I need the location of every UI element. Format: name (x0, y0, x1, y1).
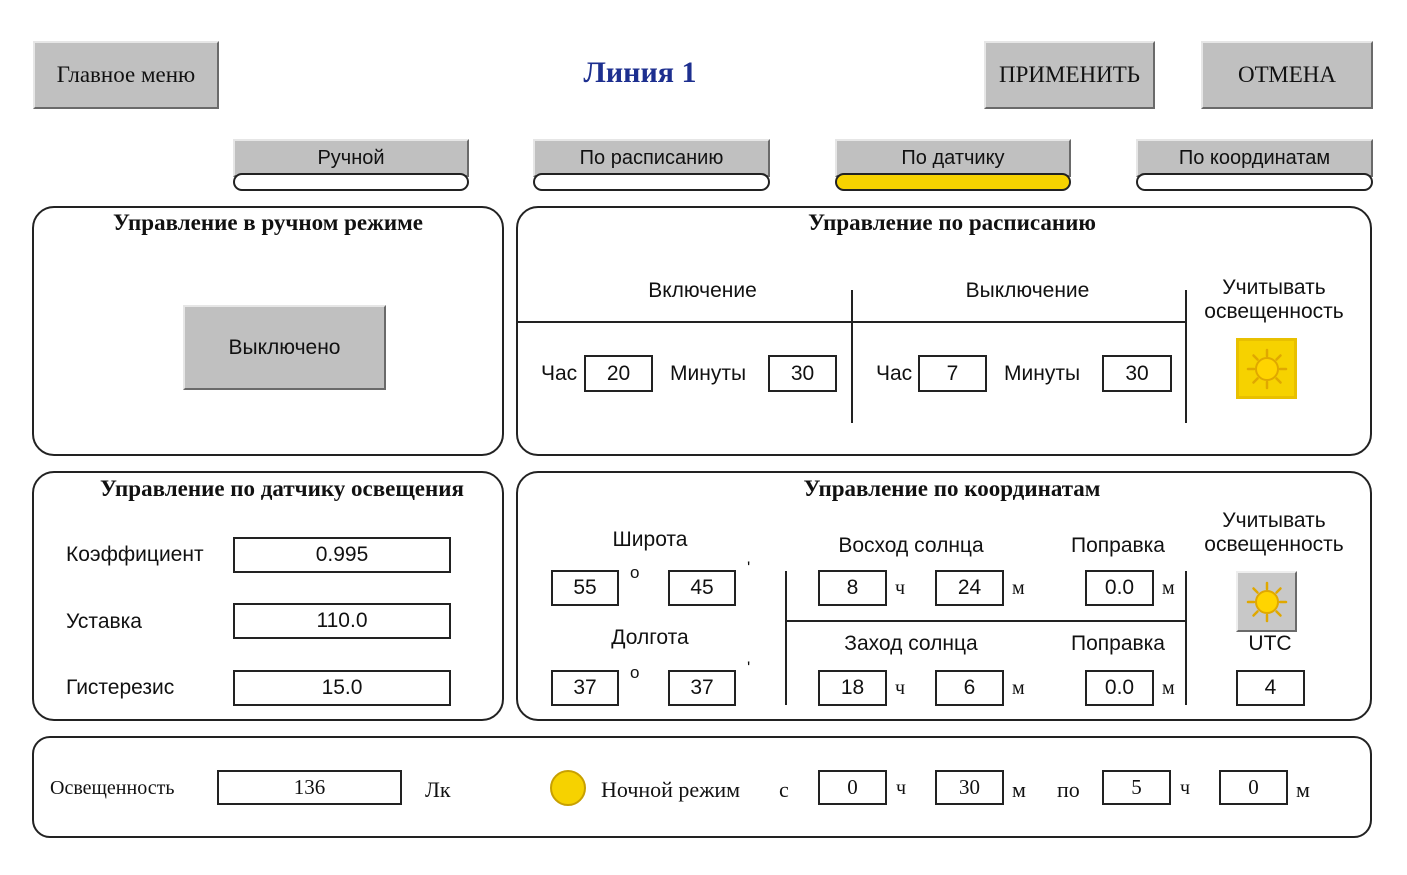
night-mode-to-label: по (1057, 777, 1080, 802)
latitude-degree-symbol: o (630, 563, 640, 582)
latitude-minutes-field[interactable]: 45 (668, 570, 736, 606)
sensor-setpoint-field[interactable]: 110.0 (233, 603, 451, 639)
night-to-hours-unit: ч (1180, 777, 1191, 799)
illumination-field: 136 (217, 770, 402, 805)
sensor-coef-field[interactable]: 0.995 (233, 537, 451, 573)
tab-schedule-indicator (533, 173, 770, 191)
schedule-on-minutes-field[interactable]: 30 (768, 355, 837, 392)
sunrise-correction-unit: м (1162, 577, 1175, 599)
tab-manual[interactable]: Ручной (233, 139, 469, 177)
schedule-off-hour-label: Час (876, 362, 913, 385)
sunrise-hours-unit: ч (895, 577, 906, 599)
schedule-off-minutes-field[interactable]: 30 (1102, 355, 1172, 392)
sunset-minutes-field[interactable]: 6 (935, 670, 1004, 706)
night-from-minutes-unit: м (1012, 777, 1026, 802)
tab-coordinates[interactable]: По координатам (1136, 139, 1373, 177)
sunrise-hours-field[interactable]: 8 (818, 570, 887, 606)
sunrise-label: Восход солнца (838, 534, 984, 557)
tab-coordinates-indicator (1136, 173, 1373, 191)
sunrise-minutes-unit: м (1012, 577, 1025, 599)
sun-icon (1246, 581, 1287, 622)
schedule-divider-right (1185, 290, 1187, 423)
night-from-hours-field[interactable]: 0 (818, 770, 887, 805)
sunrise-correction-label: Поправка (1071, 534, 1165, 557)
sensor-hysteresis-label: Гистерезис (66, 676, 175, 699)
schedule-consider-light-label: Учитывать освещенность (1204, 276, 1344, 323)
night-mode-from-label: с (779, 777, 789, 802)
utc-field[interactable]: 4 (1236, 670, 1305, 706)
page-title: Линия 1 (583, 56, 697, 89)
schedule-divider-middle (851, 290, 853, 423)
manual-panel-title: Управление в ручном режиме (113, 210, 423, 235)
tab-sensor-indicator (835, 173, 1071, 191)
sunset-correction-label: Поправка (1071, 632, 1165, 655)
sunset-hours-field[interactable]: 18 (818, 670, 887, 706)
longitude-degrees-field[interactable]: 37 (551, 670, 619, 706)
schedule-off-hour-field[interactable]: 7 (918, 355, 987, 392)
schedule-on-hour-field[interactable]: 20 (584, 355, 653, 392)
night-to-minutes-unit: м (1296, 777, 1310, 802)
night-to-hours-field[interactable]: 5 (1102, 770, 1171, 805)
illumination-unit: Лк (425, 777, 451, 802)
sunset-hours-unit: ч (895, 677, 906, 699)
tab-schedule[interactable]: По расписанию (533, 139, 770, 177)
night-from-minutes-field[interactable]: 30 (935, 770, 1004, 805)
coordinates-divider-left (785, 571, 787, 705)
illumination-label: Освещенность (50, 777, 175, 799)
longitude-minutes-field[interactable]: 37 (668, 670, 736, 706)
tab-sensor[interactable]: По датчику (835, 139, 1071, 177)
latitude-minute-symbol: ' (747, 558, 751, 577)
schedule-consider-light-toggle[interactable] (1236, 338, 1297, 399)
sensor-coef-label: Коэффициент (66, 543, 204, 566)
coordinates-consider-light-toggle[interactable] (1236, 571, 1297, 632)
night-mode-indicator (550, 770, 586, 806)
schedule-off-minutes-label: Минуты (1004, 362, 1081, 385)
schedule-off-header: Выключение (965, 279, 1090, 302)
utc-label: UTC (1248, 632, 1292, 655)
longitude-label: Долгота (611, 626, 689, 649)
schedule-on-minutes-label: Минуты (670, 362, 747, 385)
sunset-correction-field[interactable]: 0.0 (1085, 670, 1154, 706)
sensor-setpoint-label: Уставка (66, 610, 142, 633)
sunset-correction-unit: м (1162, 677, 1175, 699)
manual-state-button[interactable]: Выключено (183, 305, 386, 390)
sunset-label: Заход солнца (844, 632, 978, 655)
schedule-on-hour-label: Час (541, 362, 578, 385)
sun-icon (1246, 348, 1287, 389)
main-menu-button[interactable]: Главное меню (33, 41, 219, 109)
coordinates-divider-right (1185, 571, 1187, 705)
longitude-degree-symbol: o (630, 663, 640, 682)
longitude-minute-symbol: ' (747, 658, 751, 677)
night-to-minutes-field[interactable]: 0 (1219, 770, 1288, 805)
coordinates-panel-title: Управление по координатам (803, 476, 1101, 501)
sensor-hysteresis-field[interactable]: 15.0 (233, 670, 451, 706)
latitude-degrees-field[interactable]: 55 (551, 570, 619, 606)
apply-button[interactable]: ПРИМЕНИТЬ (984, 41, 1155, 109)
schedule-on-header: Включение (648, 279, 757, 302)
sunrise-correction-field[interactable]: 0.0 (1085, 570, 1154, 606)
sensor-panel-title: Управление по датчику освещения (100, 476, 464, 501)
coordinates-divider-horizontal (785, 620, 1185, 622)
coordinates-consider-light-label: Учитывать освещенность (1204, 509, 1344, 556)
night-from-hours-unit: ч (896, 777, 907, 799)
night-mode-label: Ночной режим (601, 777, 741, 802)
cancel-button[interactable]: ОТМЕНА (1201, 41, 1373, 109)
latitude-label: Широта (612, 528, 688, 551)
sunrise-minutes-field[interactable]: 24 (935, 570, 1004, 606)
sunset-minutes-unit: м (1012, 677, 1025, 699)
tab-manual-indicator (233, 173, 469, 191)
schedule-panel-title: Управление по расписанию (808, 210, 1096, 235)
schedule-panel (516, 206, 1372, 456)
